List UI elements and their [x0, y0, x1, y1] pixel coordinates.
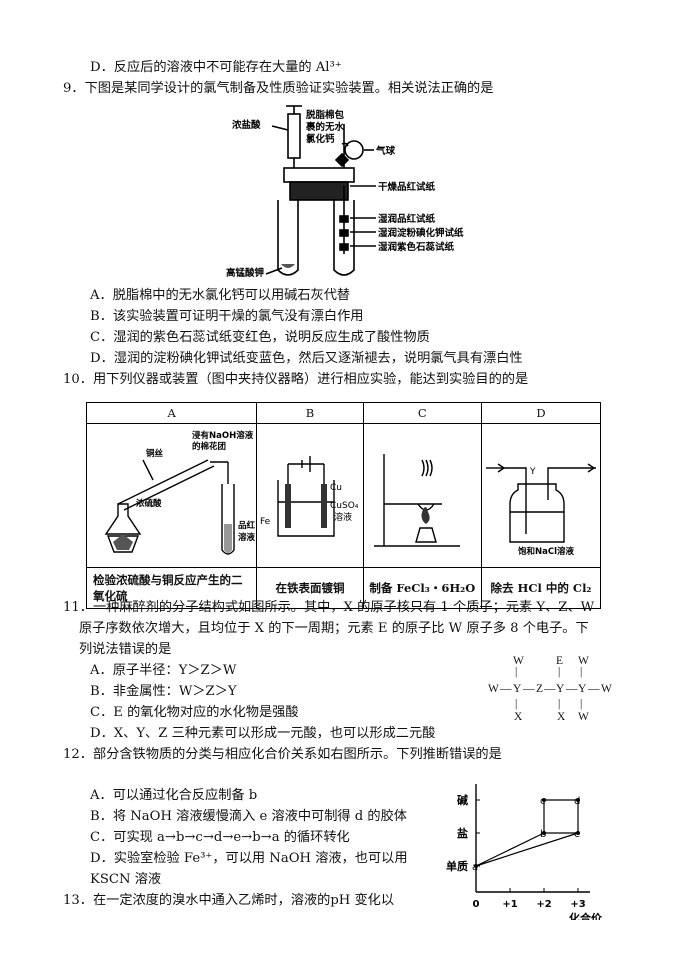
label-wet-ki-paper: 湿润淀粉碘化钾试纸 — [378, 227, 464, 239]
q10-figure-a: 铜丝 浸有NaOH溶液 的棉花团 浓硫酸 品红 溶液 — [85, 423, 258, 568]
q10-stem: 10．用下列仪器或装置（图中夹持仪器略）进行相应实验，能达到实验目的的是 — [63, 372, 529, 387]
struct-mid-w1: W — [488, 683, 499, 695]
a-label-naoh-2: 的棉花团 — [192, 441, 226, 452]
q12-option-a: A．可以通过化合反应制备 b — [90, 788, 258, 803]
a-label-acid: 浓硫酸 — [136, 498, 162, 509]
a-label-naoh-1: 浸有NaOH溶液 — [192, 430, 254, 441]
point-c — [542, 798, 546, 802]
point-label-c: c — [540, 796, 546, 807]
q13-stem: 13．在一定浓度的溴水中通入乙烯时，溶液的pH 变化以 — [63, 893, 395, 908]
link-a-b — [475, 832, 545, 867]
struct-mid-y2: Y — [556, 683, 565, 695]
q10-caption-b: 在铁表面镀铜 — [256, 567, 364, 609]
point-label-a: a — [472, 862, 478, 873]
x-tick-label: +1 — [502, 899, 517, 910]
q10-figure-b: Cu Fe CuSO₄ 溶液 — [256, 423, 364, 568]
q12-option-d-cont: KSCN 溶液 — [90, 872, 162, 887]
q11-line-2: 原子序数依次增大，且均位于 X 的下一周期；元素 E 的原子比 W 原子多 8 … — [79, 621, 589, 636]
x-tick-label: +3 — [570, 899, 585, 910]
q9-stem: 9．下图是某同学设计的氯气制备及性质验证实验装置。相关说法正确的是 — [63, 81, 494, 96]
struct-bottom-x2: X — [557, 711, 566, 723]
apparatus-c-svg — [374, 454, 461, 547]
apparatus-a-svg: 铜丝 浸有NaOH溶液 的棉花团 浓硫酸 品红 溶液 — [104, 430, 256, 555]
q11-option-a: A．原子半径：Y＞Z＞W — [90, 663, 237, 678]
point-e — [576, 831, 580, 835]
label-wet-litmus-paper: 湿润紫色石蕊试纸 — [378, 241, 455, 253]
b-label-cuso4: CuSO₄ — [330, 501, 359, 511]
point-label-d: d — [574, 796, 580, 807]
struct-mid-y1: Y — [513, 683, 522, 695]
q9-option-b: B．该实验装置可证明干燥的氯气没有漂白作用 — [90, 309, 364, 324]
q8-option-d: D．反应后的溶液中不可能存在大量的 Al³⁺ — [90, 60, 342, 75]
q12-option-c: C．可实现 a→b→c→d→e→b→a 的循环转化 — [90, 830, 350, 845]
point-d — [576, 798, 580, 802]
q12-option-b: B．将 NaOH 溶液缓慢滴入 e 溶液中可制得 d 的胶体 — [90, 809, 407, 824]
b-label-cu: Cu — [330, 483, 342, 493]
y-category-label: 单质 — [446, 859, 468, 873]
point-a — [474, 864, 478, 868]
q10-figure-d: Y 饱和NaCl溶液 — [481, 423, 601, 568]
x-tick-label: +2 — [536, 899, 551, 910]
q10-caption-c: 制备 FeCl₃・6H₂O — [362, 567, 483, 609]
q12-option-d: D．实验室检验 Fe³⁺，可以用 NaOH 溶液，也可以用 — [90, 851, 408, 866]
q11-line-1: 11．一种麻醉剂的分子结构式如图所示。其中，X 的原子核只有 1 个质子；元素 … — [63, 600, 595, 615]
struct-top-w1: W — [513, 655, 524, 667]
y-category-label: 碱 — [457, 793, 468, 807]
q9-option-c: C．湿润的紫色石蕊试纸变红色，说明反应生成了酸性物质 — [90, 330, 430, 345]
q10-header-b: B — [256, 402, 364, 424]
label-cotton-3: 氯化钙 — [306, 133, 335, 145]
q9-option-a: A．脱脂棉中的无水氯化钙可以用碱石灰代替 — [90, 288, 351, 303]
d-label-nacl: 饱和NaCl溶液 — [517, 546, 575, 557]
q9-apparatus-figure: 浓盐酸 脱脂棉包 裹的无水 氯化钙 气球 干燥品红试纸 湿润品红试纸 湿润淀粉碘… — [226, 105, 464, 279]
label-dry-paper: 干燥品红试纸 — [378, 181, 436, 193]
q10-header-a: A — [85, 402, 258, 424]
label-balloon: 气球 — [375, 145, 396, 157]
link-a-e — [475, 832, 579, 867]
q10-header-c: C — [362, 402, 483, 424]
x-axis-label: 化合价 — [569, 911, 603, 920]
a-label-red-2: 溶液 — [238, 532, 256, 543]
q10-header-d: D — [481, 402, 601, 424]
b-label-fe: Fe — [260, 517, 271, 527]
x-tick-label: 0 — [473, 899, 480, 910]
struct-mid-w2: W — [601, 683, 612, 695]
q10-figure-c — [362, 423, 483, 568]
q11-option-c: C．E 的氧化物对应的水化物是强酸 — [90, 705, 299, 720]
label-wet-red-paper: 湿润品红试纸 — [378, 213, 436, 225]
label-cotton-2: 裹的无水 — [305, 121, 345, 133]
struct-bottom-w: W — [578, 711, 589, 723]
q10-experiment-table: A B C D 铜丝 浸有NaOH — [85, 402, 601, 609]
q11-line-3: 列说法错误的是 — [79, 642, 172, 657]
svg-text:Y: Y — [529, 467, 536, 477]
struct-top-w2: W — [578, 655, 589, 667]
q11-option-d: D．X、Y、Z 三种元素可以形成一元酸，也可以形成二元酸 — [90, 726, 436, 741]
q10-caption-a: 检验浓硫酸与铜反应产生的二氧化硫 — [85, 567, 258, 609]
label-hcl: 浓盐酸 — [232, 119, 261, 131]
y-category-label: 盐 — [457, 826, 468, 840]
point-label-e: e — [574, 829, 580, 840]
label-cotton-1: 脱脂棉包 — [306, 109, 345, 121]
q12-stem: 12．部分含铁物质的分类与相应化合价关系如右图所示。下列推断错误的是 — [63, 747, 502, 762]
apparatus-b-svg: Cu Fe CuSO₄ 溶液 — [260, 456, 359, 537]
label-kmno4: 高锰酸钾 — [226, 267, 264, 279]
q9-option-d: D．湿润的淀粉碘化钾试纸变蓝色，然后又逐渐褪去，说明氯气具有漂白性 — [90, 351, 523, 366]
struct-top-e: E — [556, 655, 564, 667]
q10-caption-d: 除去 HCl 中的 Cl₂ — [481, 567, 601, 609]
point-b — [542, 831, 546, 835]
q11-option-b: B．非金属性：W＞Z＞Y — [90, 684, 237, 699]
struct-mid-y3: Y — [578, 683, 587, 695]
point-label-b: b — [540, 829, 546, 840]
b-label-solution: 溶液 — [334, 511, 352, 523]
a-label-red-1: 品红 — [238, 520, 256, 531]
a-label-copper: 铜丝 — [146, 448, 164, 459]
q11-molecular-structure: W E W | | | W — Y — Z — Y — Y — W | | | … — [488, 655, 612, 723]
struct-mid-z: Z — [536, 683, 544, 695]
struct-bottom-x1: X — [514, 711, 523, 723]
apparatus-d-svg: Y 饱和NaCl溶液 — [486, 463, 596, 557]
